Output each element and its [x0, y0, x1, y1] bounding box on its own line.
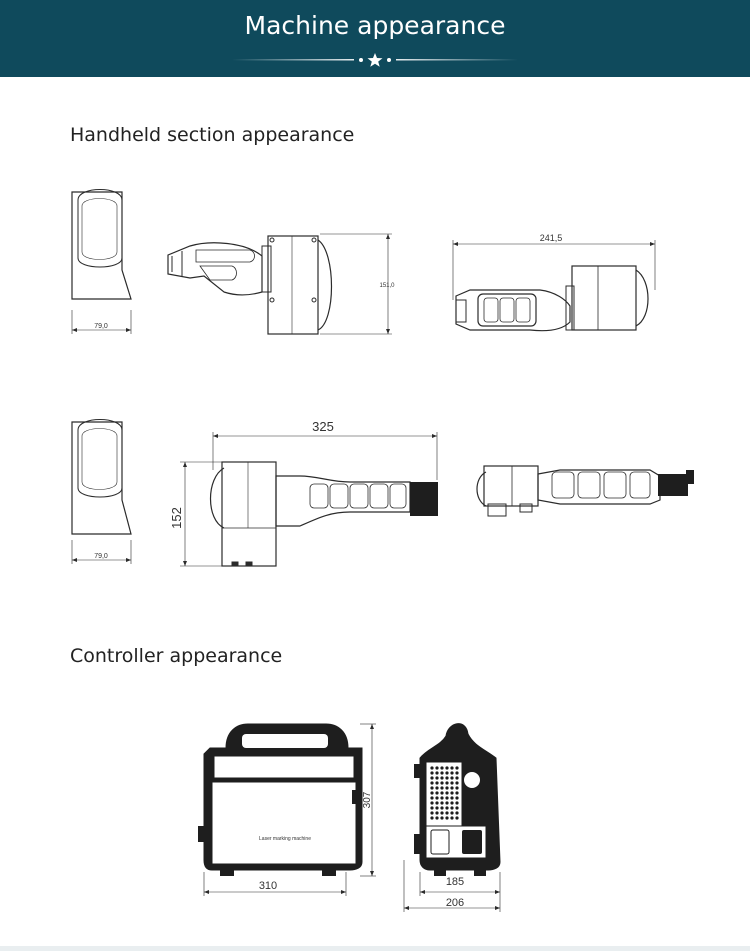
dim-controller-depth-inner: 185 [446, 876, 464, 888]
page-title: Machine appearance [244, 11, 506, 40]
header-banner: Machine appearance [0, 0, 750, 77]
controller-section-title: Controller appearance [70, 645, 283, 667]
controller-front-view [198, 723, 376, 896]
handheld-section-title: Handheld section appearance [70, 124, 355, 146]
handheld-front-view-1 [71, 189, 132, 334]
title-divider [232, 53, 518, 67]
dim-controller-height: 307 [362, 791, 373, 808]
handheld-bottom-side-view [180, 432, 438, 567]
handheld-top-view-2 [476, 465, 661, 517]
dim-height: 152 [169, 507, 184, 529]
handheld-side-view [167, 233, 392, 335]
dim-length: 325 [312, 419, 334, 434]
dim-controller-depth-outer: 206 [446, 897, 464, 909]
dim-side-height: 151,0 [379, 283, 395, 289]
handheld-nozzle-2 [658, 474, 688, 496]
dim-top-length: 241,5 [540, 233, 563, 243]
dim-front-width-1: 79,0 [94, 323, 108, 330]
handheld-front-view-2 [71, 419, 132, 564]
handheld-top-view-1 [452, 240, 656, 332]
dim-front-width-2: 79,0 [94, 553, 108, 560]
footer-line [0, 946, 750, 951]
dim-controller-width: 310 [259, 880, 277, 892]
controller-panel-label: Laser marking machine [259, 836, 311, 842]
controller-vent-grid [430, 766, 459, 820]
star-icon [367, 53, 383, 67]
handheld-nozzle [410, 482, 438, 516]
